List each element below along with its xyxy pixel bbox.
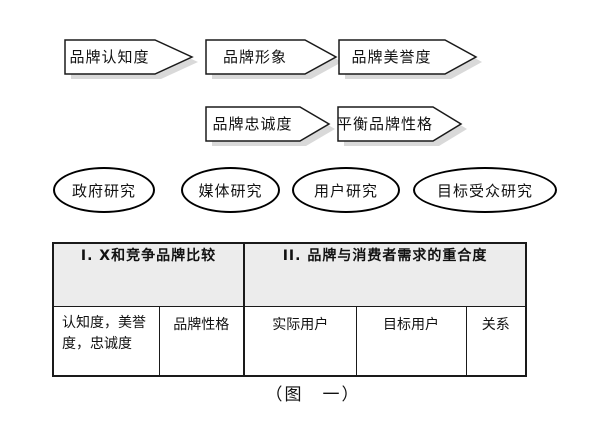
table-cell-actual-users: 实际用户 [243, 305, 357, 377]
flow-arrow-brand-awareness: 品牌认知度 [64, 39, 199, 81]
arrow-shape [205, 106, 335, 146]
research-ellipse-user: 用户研究 [292, 167, 400, 213]
ellipse-label: 用户研究 [313, 181, 378, 200]
research-ellipse-government: 政府研究 [53, 167, 155, 213]
flow-arrow-brand-image: 品牌形象 [205, 39, 343, 81]
arrow-shape [337, 106, 467, 146]
table-cell-brand-personality: 品牌性格 [158, 305, 245, 377]
flow-arrow-brand-reputation: 品牌美誉度 [338, 39, 483, 81]
research-ellipse-target-audience: 目标受众研究 [413, 167, 557, 213]
table-header-section2: II. 品牌与消费者需求的重合度 [243, 242, 527, 307]
table-cell-relationship: 关系 [465, 305, 527, 377]
arrow-shape [64, 39, 198, 79]
table-cell-awareness-reputation-loyalty: 认知度，美誉度，忠诚度 [52, 305, 160, 377]
flow-arrow-label: 品牌美誉度 [351, 48, 432, 66]
table-header-row: I. X和竞争品牌比较 II. 品牌与消费者需求的重合度 [52, 242, 527, 307]
flow-arrow-balanced-brand-personality: 平衡品牌性格 [337, 106, 468, 148]
comparison-table: I. X和竞争品牌比较 II. 品牌与消费者需求的重合度 认知度，美誉度，忠诚度… [52, 242, 528, 377]
ellipse-label: 媒体研究 [198, 181, 263, 200]
flow-arrow-label: 平衡品牌性格 [337, 115, 434, 133]
arrow-shape [338, 39, 482, 79]
flow-arrow-brand-loyalty: 品牌忠诚度 [205, 106, 336, 148]
figure-caption: （图 一） [265, 385, 361, 405]
ellipse-label: 政府研究 [71, 181, 136, 200]
flow-arrow-label: 品牌忠诚度 [212, 115, 293, 133]
arrow-shape [205, 39, 342, 79]
research-ellipse-media: 媒体研究 [181, 167, 280, 213]
ellipse-label: 目标受众研究 [436, 181, 533, 200]
table-header-section1: I. X和竞争品牌比较 [52, 242, 245, 307]
table-body-row: 认知度，美誉度，忠诚度 品牌性格 实际用户 目标用户 关系 [52, 305, 527, 377]
flow-arrow-label: 品牌形象 [222, 48, 287, 66]
flow-arrow-label: 品牌认知度 [69, 48, 150, 66]
table-cell-target-users: 目标用户 [355, 305, 467, 377]
